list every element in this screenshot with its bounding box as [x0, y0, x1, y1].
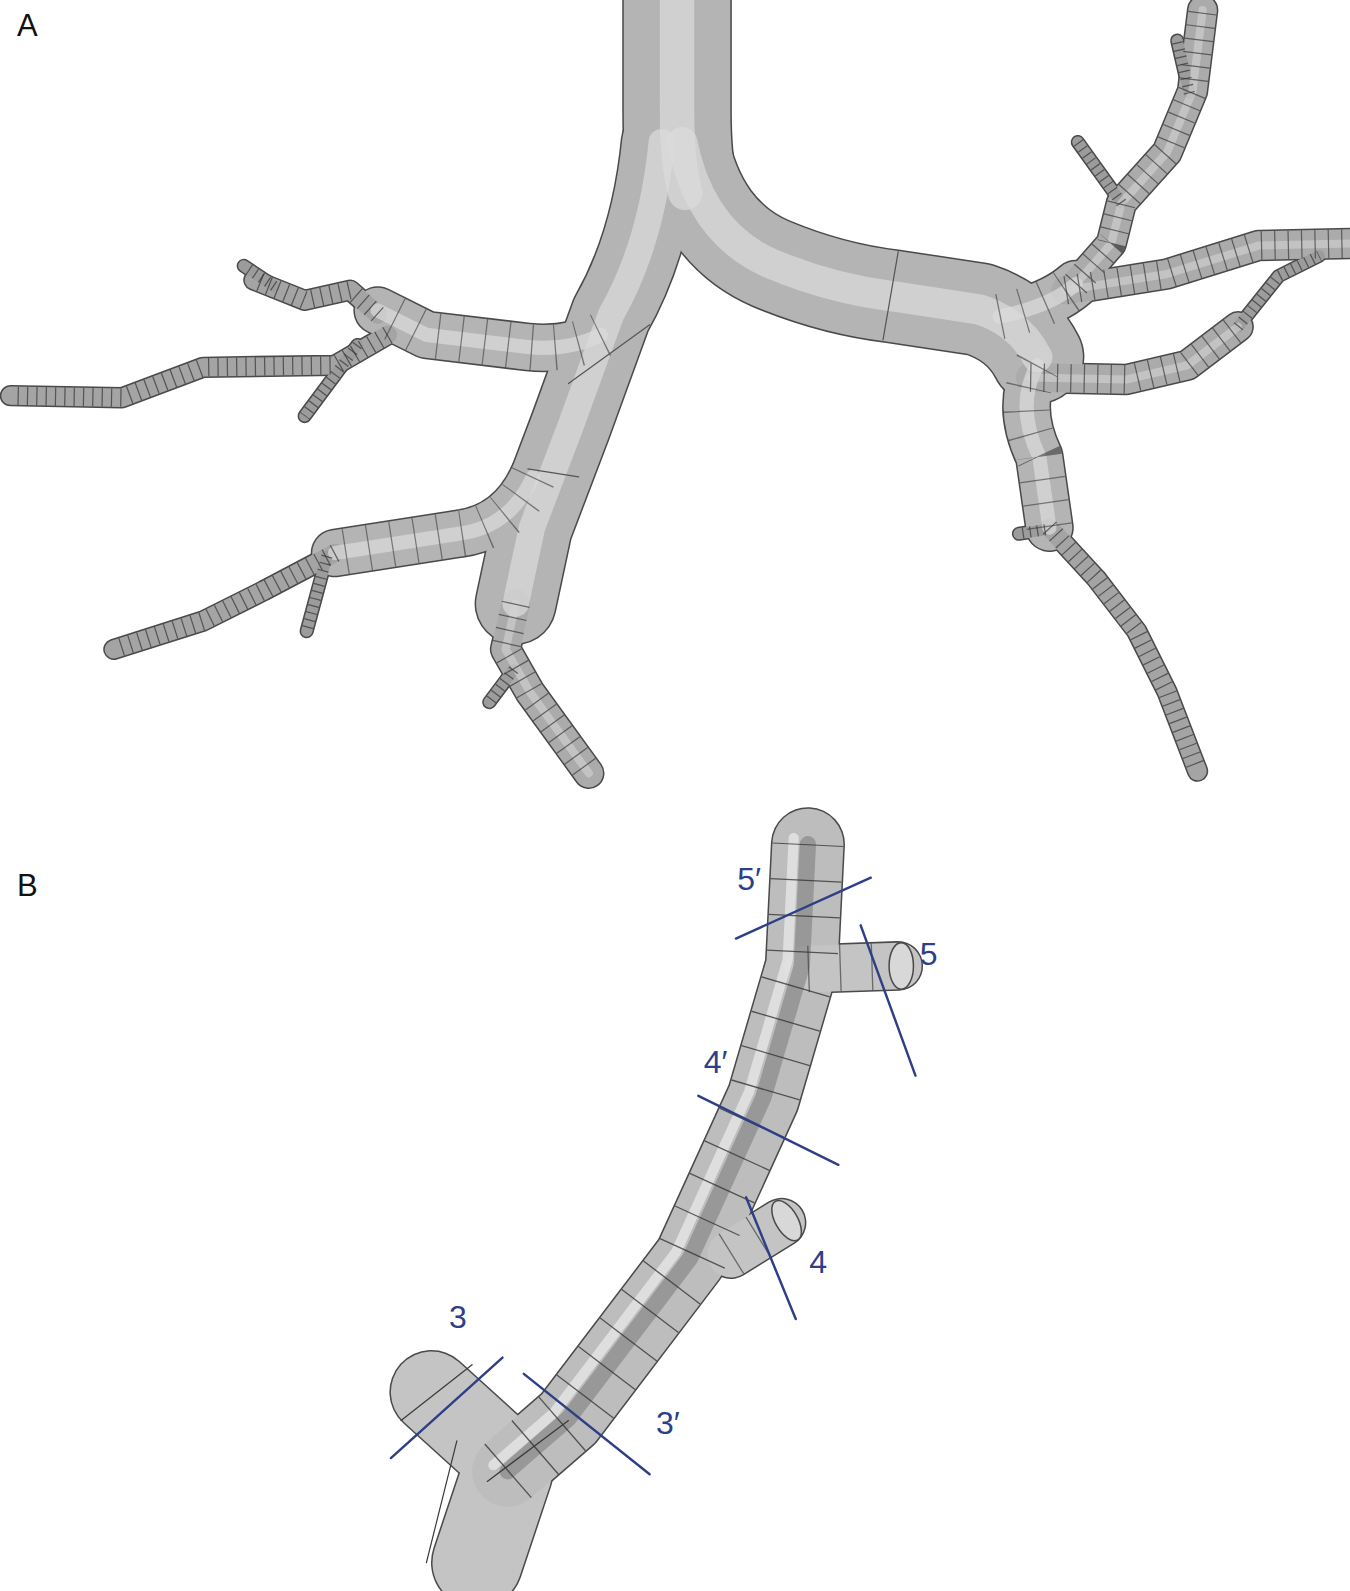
section-label: 5′: [737, 863, 761, 895]
section-label: 3: [449, 1301, 467, 1333]
panel-letter: A: [17, 10, 38, 41]
section-label: 3′: [656, 1407, 680, 1439]
section-label: 4′: [704, 1046, 728, 1078]
section-label: 4: [809, 1246, 827, 1278]
section-label: 5: [920, 938, 938, 970]
panel-letter: B: [17, 870, 38, 901]
